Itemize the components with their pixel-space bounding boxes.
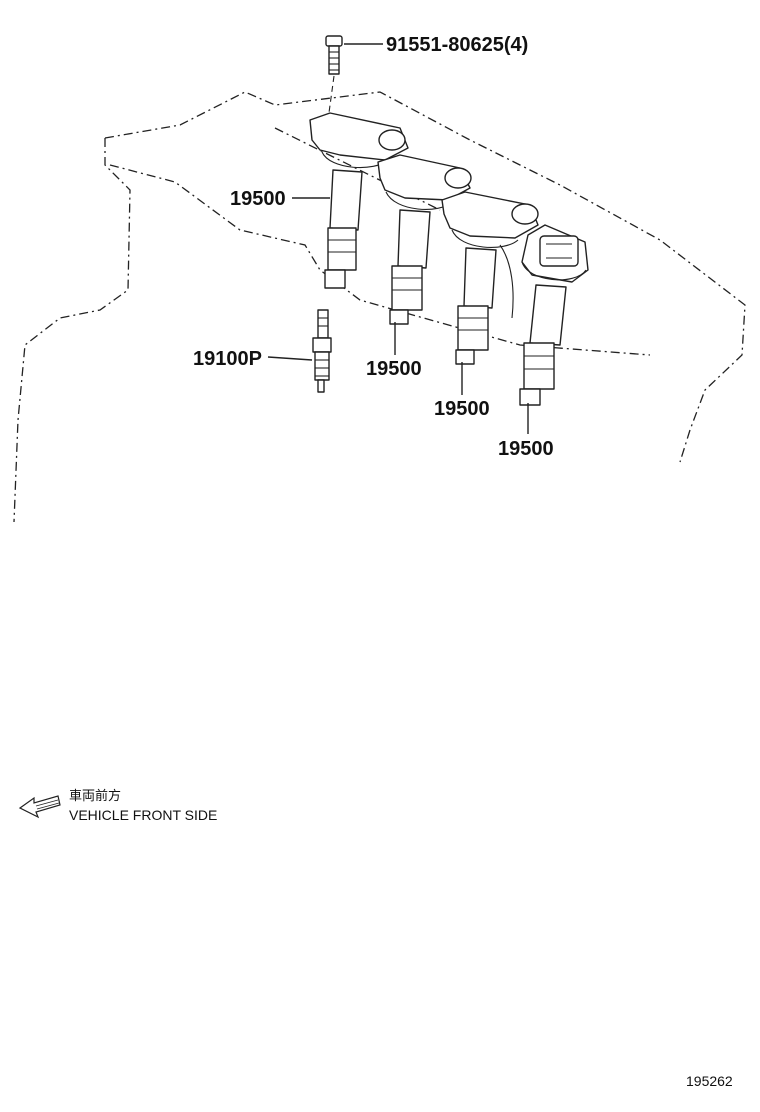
callout-coil-1: 19500 [230, 188, 286, 210]
ignition-coil-4 [519, 224, 589, 406]
ignition-coil-2 [377, 154, 472, 325]
ignition-coil-1 [309, 112, 409, 289]
spark-plug-part [312, 309, 332, 393]
callout-coil-3: 19500 [434, 398, 490, 420]
bolt-part [325, 35, 343, 121]
arrow-left-icon [18, 795, 61, 819]
figure-reference: 195262 [686, 1073, 733, 1089]
callout-bolt: 91551-80625(4) [386, 34, 528, 56]
leader-lines [267, 43, 529, 434]
callout-coil-2: 19500 [366, 358, 422, 380]
ignition-coil-3 [441, 191, 539, 365]
callout-spark-plug: 19100P [193, 348, 262, 370]
direction-label-en: VEHICLE FRONT SIDE [69, 807, 217, 823]
callout-coil-4: 19500 [498, 438, 554, 460]
direction-label-jp: 車両前方 [69, 788, 121, 804]
